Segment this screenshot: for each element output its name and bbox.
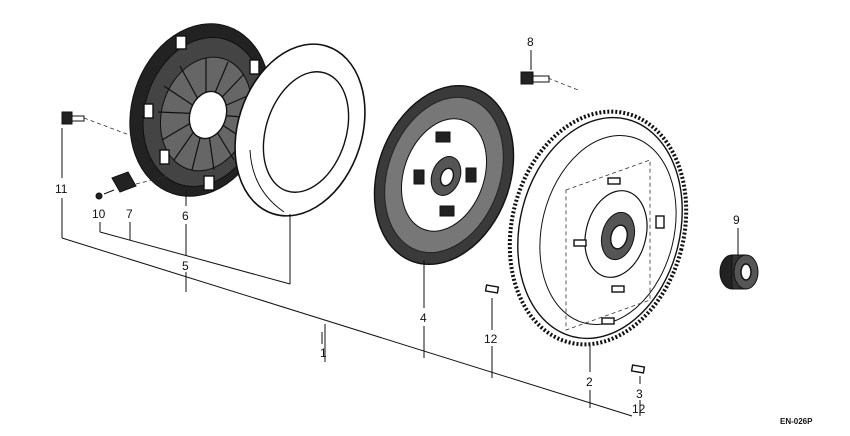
callout-7: 7 <box>126 207 133 221</box>
dowel-pin-3 <box>630 364 646 374</box>
flywheel-with-ring-gear <box>507 109 689 347</box>
drawing-code: EN-026P <box>780 417 813 426</box>
flywheel-bolt-8 <box>520 71 579 91</box>
callout-labels: 1 2 3 4 5 6 7 8 9 10 11 12 12 EN-026P <box>55 35 813 426</box>
callout-6: 6 <box>182 209 189 223</box>
callout-12-bottom: 12 <box>632 402 646 416</box>
callout-2: 2 <box>586 375 593 389</box>
callout-11: 11 <box>55 182 68 196</box>
dowel-pin-12 <box>484 284 500 294</box>
callout-3: 3 <box>636 387 643 401</box>
leader-lines <box>61 50 739 417</box>
cover-bolt-11 <box>61 111 133 137</box>
clutch-cover-pressure-plate <box>129 23 271 197</box>
callout-12-pin: 12 <box>484 332 498 346</box>
callout-9: 9 <box>733 213 740 227</box>
callout-4: 4 <box>420 311 427 325</box>
callout-5: 5 <box>182 259 189 273</box>
pilot-bearing <box>719 254 759 290</box>
callout-10: 10 <box>92 207 106 221</box>
callout-1: 1 <box>320 346 327 360</box>
clutch-disc <box>373 84 515 266</box>
clip-7-and-screw-10 <box>95 171 169 200</box>
damper-springs <box>413 131 477 217</box>
callout-8: 8 <box>527 35 534 49</box>
pressure-ring <box>234 43 366 217</box>
